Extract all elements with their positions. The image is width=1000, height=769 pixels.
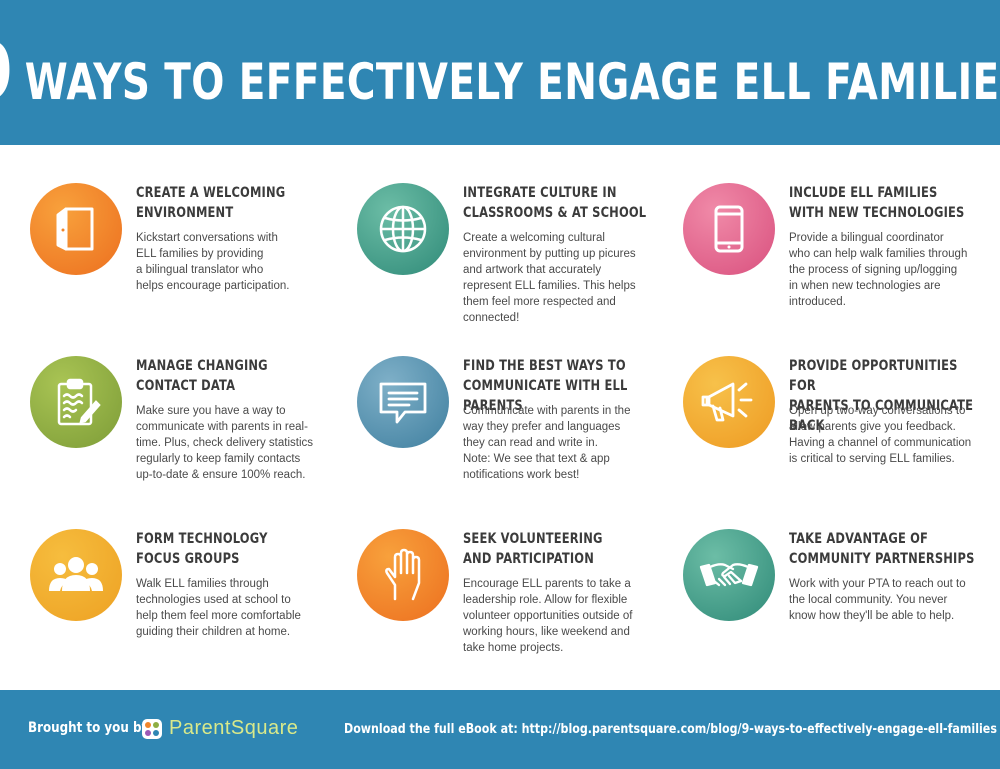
globe-icon — [357, 183, 449, 275]
tip-title: SEEK VOLUNTEERING AND PARTICIPATION — [463, 531, 603, 567]
tablet-icon — [683, 183, 775, 275]
tip-description: Communicate with parents in the way they… — [463, 405, 631, 481]
header-banner: 9 WAYS TO EFFECTIVELY ENGAGE ELL FAMILIE… — [0, 0, 1000, 145]
tip-welcoming-environment: CREATE A WELCOMING ENVIRONMENT Kickstart… — [30, 183, 330, 343]
tip-title: CREATE A WELCOMING ENVIRONMENT — [136, 185, 286, 221]
tip-volunteering: SEEK VOLUNTEERING AND PARTICIPATION Enco… — [357, 529, 657, 689]
tip-description: Create a welcoming cultural environment … — [463, 232, 636, 324]
tip-title: FIND THE BEST WAYS TO COMMUNICATE WITH E… — [463, 358, 628, 414]
raised-hand-icon — [357, 529, 449, 621]
message-icon — [357, 356, 449, 448]
tip-community-partnerships: TAKE ADVANTAGE OF COMMUNITY PARTNERSHIPS… — [683, 529, 983, 689]
tip-description: Provide a bilingual coordinator who can … — [789, 232, 968, 308]
title-number: 9 — [0, 34, 14, 112]
tip-description: Encourage ELL parents to take a leadersh… — [463, 578, 633, 654]
tip-title: PROVIDE OPPORTUNITIES FOR PARENTS TO COM… — [789, 358, 974, 434]
megaphone-icon — [683, 356, 775, 448]
tip-new-technologies: INCLUDE ELL FAMILIES WITH NEW TECHNOLOGI… — [683, 183, 983, 343]
brought-to-you-by: Brought to you by — [28, 720, 150, 736]
tip-title: INTEGRATE CULTURE IN CLASSROOMS & AT SCH… — [463, 185, 647, 221]
tip-contact-data: MANAGE CHANGING CONTACT DATA Make sure y… — [30, 356, 330, 516]
tip-title: TAKE ADVANTAGE OF COMMUNITY PARTNERSHIPS — [789, 531, 975, 567]
tips-grid: CREATE A WELCOMING ENVIRONMENT Kickstart… — [0, 145, 1000, 690]
download-ebook-link[interactable]: Download the full eBook at: http://blog.… — [344, 721, 997, 737]
door-icon — [30, 183, 122, 275]
page-title: 9 WAYS TO EFFECTIVELY ENGAGE ELL FAMILIE… — [0, 34, 1000, 112]
parentsquare-logo-icon — [142, 719, 162, 739]
tip-focus-groups: FORM TECHNOLOGY FOCUS GROUPS Walk ELL fa… — [30, 529, 330, 689]
group-icon — [30, 529, 122, 621]
parentsquare-logo-text: ParentSquare — [169, 717, 299, 739]
clipboard-icon — [30, 356, 122, 448]
tip-description: Kickstart conversations with ELL familie… — [136, 232, 290, 292]
tip-title: MANAGE CHANGING CONTACT DATA — [136, 358, 268, 394]
tip-title: INCLUDE ELL FAMILIES WITH NEW TECHNOLOGI… — [789, 185, 965, 221]
tip-communicate-parents: FIND THE BEST WAYS TO COMMUNICATE WITH E… — [357, 356, 657, 516]
handshake-icon — [683, 529, 775, 621]
tip-title: FORM TECHNOLOGY FOCUS GROUPS — [136, 531, 268, 567]
tip-description: Walk ELL families through technologies u… — [136, 578, 301, 638]
tip-description: Work with your PTA to reach out to the l… — [789, 578, 966, 622]
tip-description: Make sure you have a way to communicate … — [136, 405, 314, 481]
footer-banner: Brought to you by ParentSquare Download … — [0, 690, 1000, 769]
tip-communicate-back: PROVIDE OPPORTUNITIES FOR PARENTS TO COM… — [683, 356, 983, 516]
title-text: WAYS TO EFFECTIVELY ENGAGE ELL FAMILIES — [25, 52, 1000, 111]
tip-integrate-culture: INTEGRATE CULTURE IN CLASSROOMS & AT SCH… — [357, 183, 657, 343]
tip-description: Open up two-way conversations to allow p… — [789, 405, 972, 465]
